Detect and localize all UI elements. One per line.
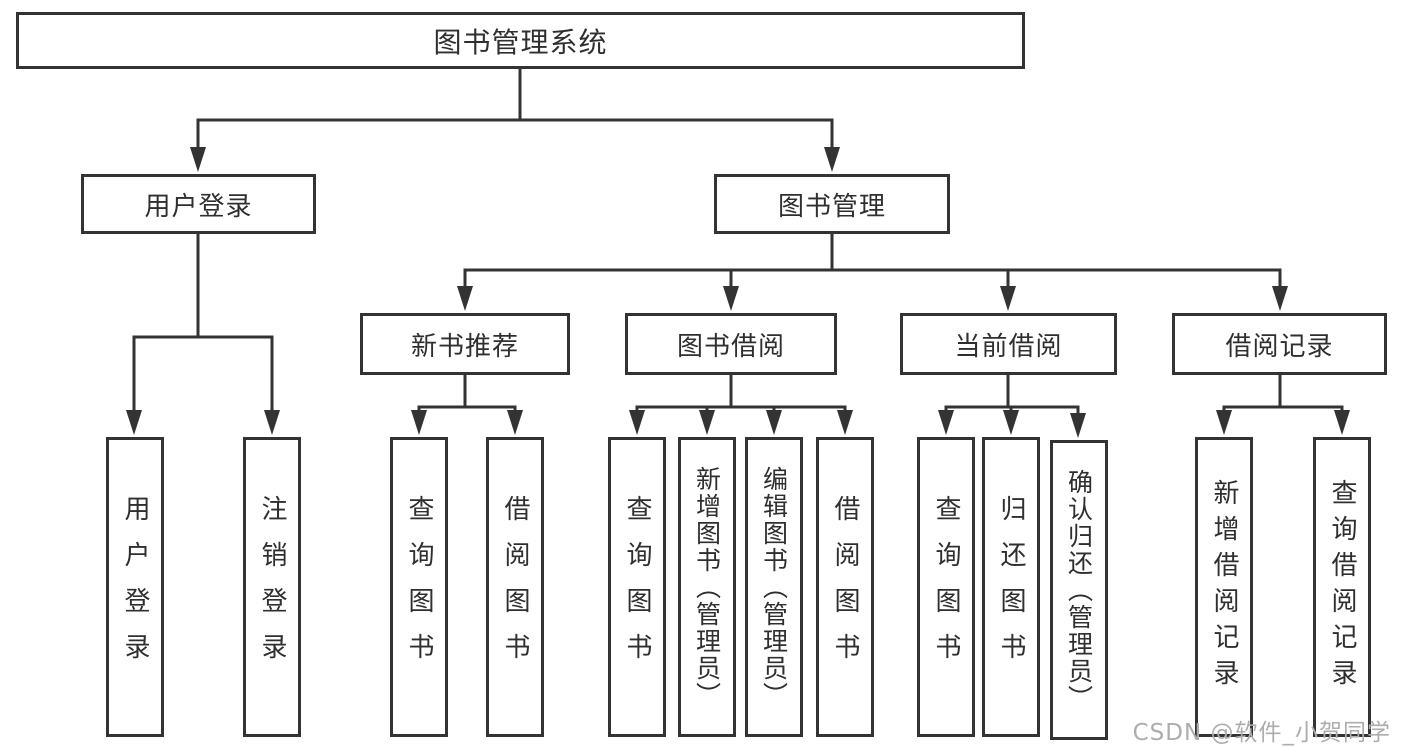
node-return-books: 归还图书 — [982, 437, 1040, 737]
arrowhead-icon — [1272, 286, 1288, 311]
arrowhead-icon — [264, 410, 280, 435]
node-label: 编辑图书（管理员） — [759, 465, 789, 709]
node-query-books-3: 查询图书 — [917, 437, 975, 737]
arrowhead-icon — [1003, 410, 1019, 435]
node-borrowing-records: 借阅记录 — [1172, 313, 1387, 375]
arrowhead-icon — [457, 286, 473, 311]
arrowhead-icon — [411, 410, 427, 435]
node-query-books-1: 查询图书 — [390, 437, 448, 737]
node-new-book-recommendation: 新书推荐 — [360, 313, 570, 375]
node-add-books-admin: 新增图书（管理员） — [678, 437, 736, 737]
node-user-login: 用户登录 — [81, 174, 316, 234]
node-library-management-system: 图书管理系统 — [16, 12, 1025, 69]
arrowhead-icon — [190, 147, 206, 172]
node-confirm-return-admin: 确认归还（管理员） — [1050, 440, 1108, 740]
node-label: 查询图书 — [931, 495, 961, 679]
node-logout: 注销登录 — [243, 437, 301, 737]
arrowhead-icon — [1000, 286, 1016, 311]
node-label: 查询图书 — [622, 495, 652, 679]
node-book-management: 图书管理 — [714, 174, 950, 234]
node-current-borrowing: 当前借阅 — [900, 313, 1117, 375]
node-label: 确认归还（管理员） — [1064, 468, 1094, 712]
node-label: 用户登录 — [120, 495, 150, 679]
node-borrow-books-2: 借阅图书 — [816, 437, 874, 737]
node-label: 归还图书 — [996, 495, 1026, 679]
node-label: 新增图书（管理员） — [692, 465, 722, 709]
node-label: 借阅图书 — [830, 495, 860, 679]
node-user-login-leaf: 用户登录 — [106, 437, 164, 737]
arrowhead-icon — [723, 286, 739, 311]
node-borrow-books-1: 借阅图书 — [486, 437, 544, 737]
arrowhead-icon — [1070, 413, 1086, 438]
watermark: CSDN @软件_小贺同学 — [1132, 720, 1391, 746]
arrowhead-icon — [837, 410, 853, 435]
node-label: 新增借阅记录 — [1209, 479, 1239, 695]
arrowhead-icon — [824, 147, 840, 172]
arrowhead-icon — [699, 410, 715, 435]
arrowhead-icon — [507, 410, 523, 435]
node-query-borrow-record: 查询借阅记录 — [1313, 437, 1371, 737]
arrowhead-icon — [766, 410, 782, 435]
node-label: 注销登录 — [257, 495, 287, 679]
arrowhead-icon — [629, 410, 645, 435]
arrowhead-icon — [938, 410, 954, 435]
node-edit-books-admin: 编辑图书（管理员） — [745, 437, 803, 737]
arrowhead-icon — [1334, 410, 1350, 435]
node-query-books-2: 查询图书 — [608, 437, 666, 737]
node-label: 查询图书 — [404, 495, 434, 679]
node-label: 借阅图书 — [500, 495, 530, 679]
node-book-borrowing: 图书借阅 — [625, 313, 837, 375]
arrowhead-icon — [1216, 410, 1232, 435]
node-add-borrow-record: 新增借阅记录 — [1195, 437, 1253, 737]
arrowhead-icon — [126, 410, 142, 435]
node-label: 查询借阅记录 — [1327, 479, 1357, 695]
